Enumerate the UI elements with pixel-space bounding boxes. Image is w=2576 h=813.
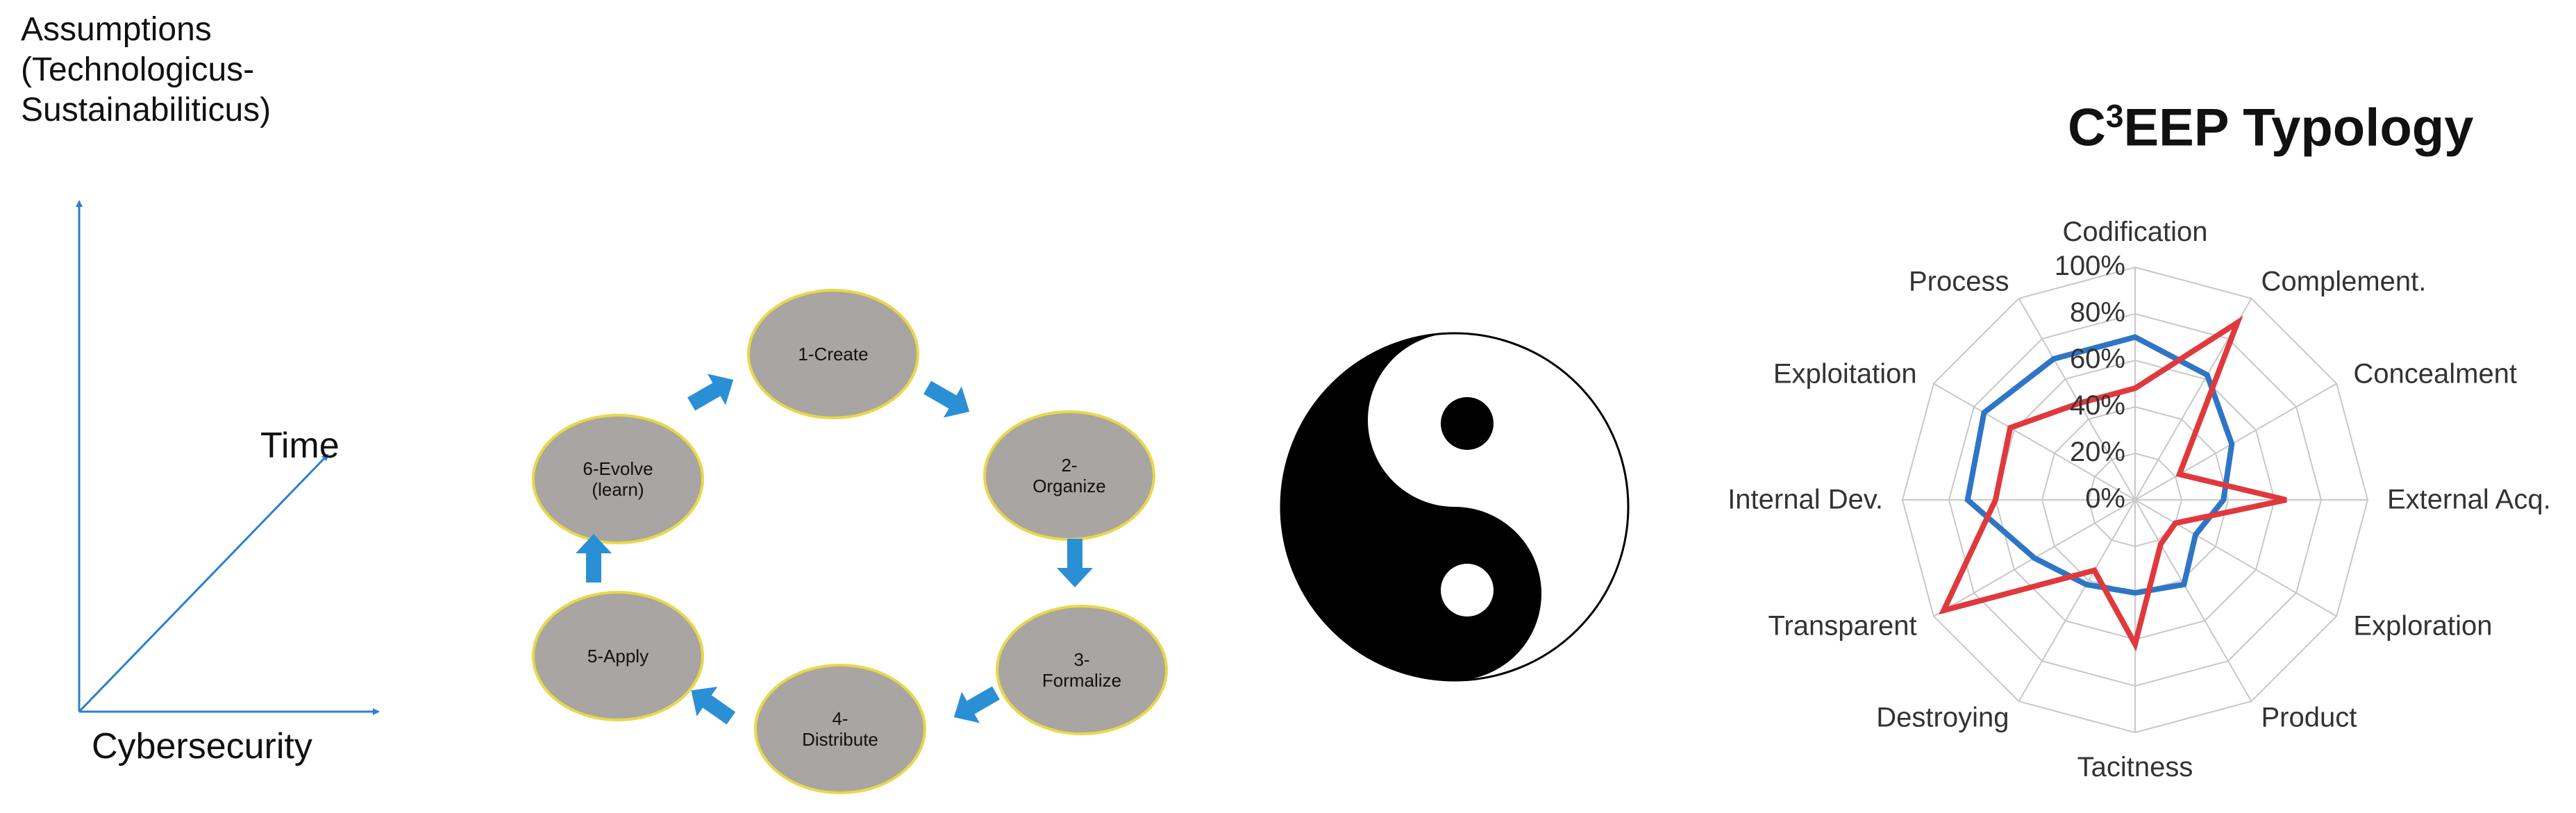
cycle-node-label: 2- — [1061, 455, 1077, 476]
cycle-arrow-2 — [1057, 539, 1093, 587]
cycle-node-evolve: 6-Evolve(learn) — [532, 414, 704, 544]
chart-title-suffix: EEP Typology — [2123, 98, 2474, 158]
cycle-node-label: Distribute — [802, 729, 878, 750]
y-axis-label-line-1: Assumptions — [21, 11, 212, 48]
cycle-node-organize: 2-Organize — [983, 410, 1155, 541]
cycle-arrow-4 — [691, 687, 736, 725]
cycle-arrow-6 — [687, 374, 734, 411]
radar-category-label: Transparent — [1768, 610, 1917, 641]
cycle-node-label: Formalize — [1042, 670, 1121, 691]
cycle-node-shape — [532, 591, 704, 721]
radar-panel: C3EEP Typology 0% 20% 40% 60% 80% 100% Codific… — [1666, 0, 2576, 813]
cycle-node-distribute: 4-Distribute — [754, 664, 926, 794]
y-axis-label-line-3: Sustainabiliticus) — [21, 92, 271, 128]
cycle-node-label: 5-Apply — [587, 646, 649, 667]
time-axis — [78, 453, 329, 713]
radar-category-label: Codification — [2062, 217, 2208, 247]
radar-spoke — [2134, 499, 2252, 702]
radar-tick-label: 60% — [2069, 344, 2125, 374]
cycle-node-shape — [996, 605, 1168, 735]
radar-category-label: Product — [2261, 702, 2357, 733]
cycle-node-label: 4- — [832, 708, 848, 729]
yin-yang-light-dot — [1441, 564, 1494, 617]
radar-tick-label: 0% — [2085, 483, 2125, 514]
radar-spoke — [2134, 499, 2337, 617]
cycle-node-shape — [747, 289, 919, 419]
chart-title-superscript: 3 — [2105, 98, 2124, 134]
radar-category-label: Exploitation — [1773, 358, 1917, 389]
yin-yang-outline — [1280, 332, 1630, 682]
cycle-panel: 1-Create 2-Organize 3-Formalize 4-Distribut… — [479, 0, 1208, 813]
radar-tick-label: 100% — [2054, 251, 2125, 281]
x-axis-label: Cybersecurity — [92, 726, 312, 766]
radar-spoke — [2134, 383, 2337, 501]
cycle-arrow-5 — [576, 534, 612, 582]
axes-panel: Assumptions (Technologicus- Sustainabili… — [0, 0, 430, 813]
cycle-diagram: 1-Create 2-Organize 3-Formalize 4-Distribut… — [532, 289, 1168, 794]
cycle-node-label: 6-Evolve — [583, 458, 653, 479]
yin-yang-dark-dot — [1441, 397, 1494, 450]
radar-category-label: Complement. — [2261, 266, 2427, 297]
cycle-node-shape — [754, 664, 926, 794]
radar-series-2 — [1939, 315, 2287, 652]
y-axis-label-line-2: (Technologicus- — [21, 51, 255, 88]
radar-category-label: Destroying — [1876, 702, 2009, 733]
radar-category-label: Internal Dev. — [1728, 484, 1883, 515]
cycle-arrow-3 — [953, 686, 1000, 723]
yin-yang-symbol — [1280, 332, 1630, 682]
y-axis-label: Assumptions (Technologicus- Sustainabili… — [21, 10, 271, 131]
cycle-node-formalize: 3-Formalize — [996, 605, 1168, 735]
cycle-node-label: (learn) — [592, 479, 644, 500]
axes-lines — [76, 200, 380, 715]
cycle-node-shape — [532, 414, 704, 544]
radar-category-label: Concealment — [2353, 358, 2518, 389]
chart-title-prefix: C — [2068, 98, 2106, 158]
cycle-node-label: 1-Create — [798, 344, 868, 364]
radar-tick-label: 20% — [2069, 437, 2125, 467]
radar-category-label: External Acq. — [2387, 484, 2551, 515]
time-axis-label: Time — [260, 426, 340, 466]
radar-series-1 — [1964, 334, 2235, 596]
radar-chart — [1901, 266, 2369, 734]
chart-title: C3EEP Typology — [2068, 97, 2473, 158]
radar-spoke — [1933, 383, 2136, 501]
radar-category-label: Exploration — [2353, 610, 2493, 641]
radar-tick-label: 40% — [2069, 390, 2125, 421]
cycle-node-create: 1-Create — [747, 289, 919, 419]
yin-yang-panel — [1257, 0, 1646, 813]
cycle-node-label: 3- — [1073, 649, 1089, 670]
radar-spoke — [2018, 499, 2136, 702]
cycle-arrow-1 — [923, 380, 970, 418]
radar-category-label: Tacitness — [2077, 752, 2193, 782]
radar-tick-label: 80% — [2069, 297, 2125, 328]
cycle-node-label: Organize — [1032, 476, 1106, 496]
radar-category-label: Process — [1909, 266, 2009, 297]
radar-spoke — [2018, 298, 2136, 501]
cycle-node-apply: 5-Apply — [532, 591, 704, 721]
